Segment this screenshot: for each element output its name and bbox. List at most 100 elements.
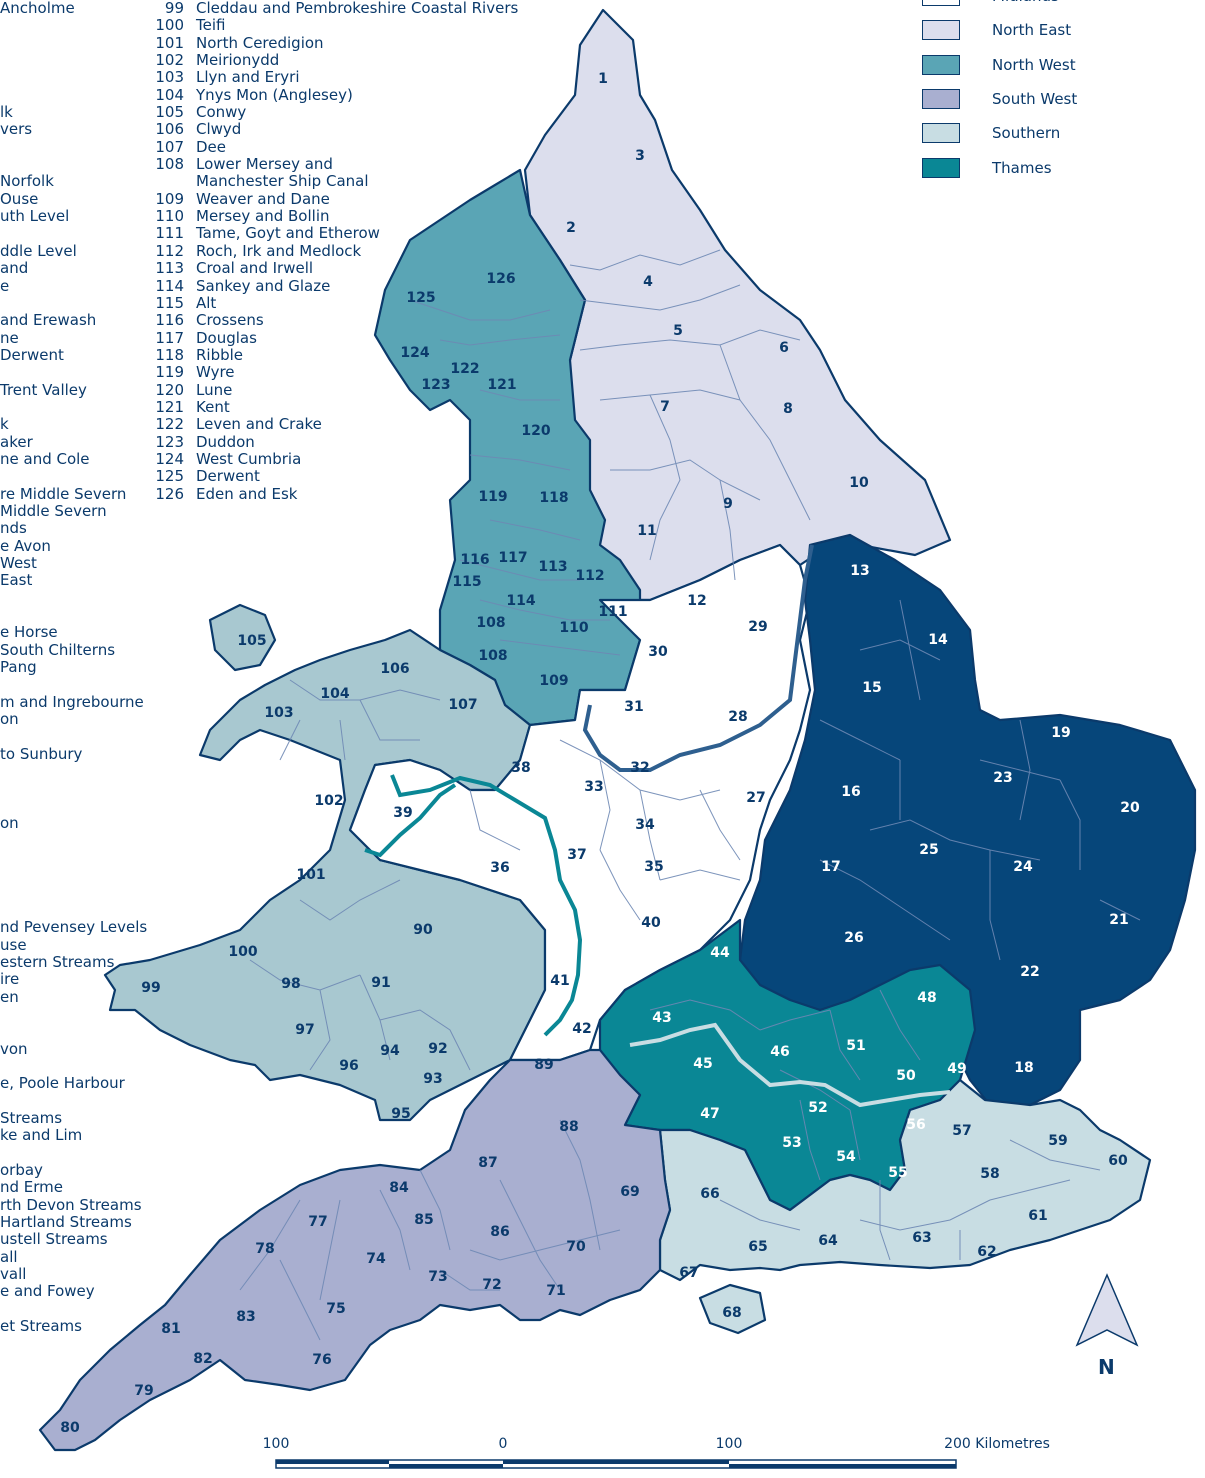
catchment-number-label: 114 [506,593,535,609]
legend-label: Southern [992,124,1061,143]
scale-label-100: 100 [715,1436,743,1452]
catchment-number-label: 37 [567,847,586,863]
catchment-number-label: 96 [339,1058,358,1074]
catchment-number-label: 116 [460,552,489,568]
catchment-number: 119 [155,363,184,382]
catchment-list-item: m and Ingrebourne [0,692,144,711]
catchment-name: Alt [196,293,217,312]
catchment-name: Tame, Goyt and Etherow [196,224,380,243]
catchment-number-label: 94 [380,1043,400,1059]
catchment-list-item: Derwent [0,345,64,364]
catchment-number-label: 39 [393,805,412,821]
legend-swatch [922,0,960,6]
catchment-number-label: 83 [236,1309,255,1325]
catchment-number-label: 42 [572,1021,591,1037]
region-anglesey [208,603,277,672]
catchment-boundary [469,739,741,921]
catchment-name: Weaver and Dane [196,189,330,208]
catchment-list-item: on [0,710,19,729]
catchment-number-label: 86 [490,1224,509,1240]
catchment-number-label: 62 [977,1244,996,1260]
catchment-number-label: 46 [770,1044,789,1060]
catchment-number-label: 87 [478,1155,497,1171]
catchment-number-label: 30 [648,644,668,660]
catchment-list-item: East [0,571,33,590]
catchment-number: 108 [155,155,184,174]
catchment-number-label: 110 [559,620,588,636]
catchment-number-label: 102 [314,793,343,809]
catchment-list-item: West [0,554,37,572]
catchment-number-label: 77 [308,1214,327,1230]
catchment-number-label: 120 [521,423,550,439]
catchment-number: 115 [155,293,184,312]
catchment-number-label: 17 [821,859,840,875]
catchment-number-label: 115 [452,574,481,590]
catchment-number-label: 50 [896,1068,916,1084]
catchment-number-label: 92 [428,1041,447,1057]
catchment-number: 110 [155,207,184,226]
catchment-list-item: Streams [0,1109,63,1127]
catchment-list-item: e Horse [0,623,58,642]
catchment-number: 103 [155,68,184,87]
catchment-number-label: 1 [598,71,608,87]
catchment-number-label: 32 [630,760,649,776]
catchment-number-label: 27 [746,790,765,806]
catchment-number-label: 98 [281,976,300,992]
catchment-number-label: 105 [237,633,266,649]
catchment-number-label: 78 [255,1241,274,1257]
legend-label: North East [992,21,1072,40]
catchment-number-label: 41 [550,973,569,989]
catchment-number-label: 18 [1014,1060,1033,1076]
catchment-number: 101 [155,33,184,52]
legend-label: South West [992,89,1078,108]
catchment-number-label: 65 [748,1239,767,1255]
catchment-number-label: 28 [728,709,747,725]
catchment-number-label: 104 [320,686,349,702]
catchment-name: Lower Mersey and [196,155,333,174]
catchment-number: 99 [164,0,184,17]
catchment-number-label: 100 [228,944,257,960]
catchment-list-item: nd Erme [0,1178,64,1197]
catchment-number-label: 108 [476,615,505,631]
catchment-list-item: and [0,259,29,278]
catchment-number-label: 108 [478,648,507,664]
catchment-number-label: 125 [406,290,435,306]
catchment-number-label: 45 [693,1056,712,1072]
catchment-name: Conwy [196,103,247,122]
catchment-name: Meirionydd [196,51,280,70]
legend-entry: North East [922,20,1182,42]
region-southern [658,1078,1152,1282]
catchment-number-label: 20 [1120,800,1140,816]
catchment-number-label: 64 [818,1233,838,1249]
catchment-boundary [819,599,1141,961]
scale-label-200: 200 Kilometres [944,1436,1050,1452]
catchment-list-item: ne [0,328,19,347]
catchment-number: 107 [155,137,184,156]
catchment-name: Derwent [196,467,260,486]
catchment-list-item: vall [0,1265,27,1284]
catchment-list-item: on [0,814,19,833]
catchment-list-item: lk [0,103,13,122]
catchment-number-label: 80 [60,1420,80,1436]
catchment-list-item: Trent Valley [0,380,87,399]
catchment-number: 126 [155,484,184,503]
catchment-number-label: 10 [849,475,869,491]
catchment-list-item: to Sunbury [0,744,83,763]
catchment-number-label: 55 [888,1165,907,1181]
catchment-number-label: 58 [980,1166,999,1182]
catchment-list-item: Ouse [0,189,39,208]
legend-swatch [922,54,960,75]
region-south-west [38,1048,672,1452]
catchment-boundary [719,1139,1101,1261]
